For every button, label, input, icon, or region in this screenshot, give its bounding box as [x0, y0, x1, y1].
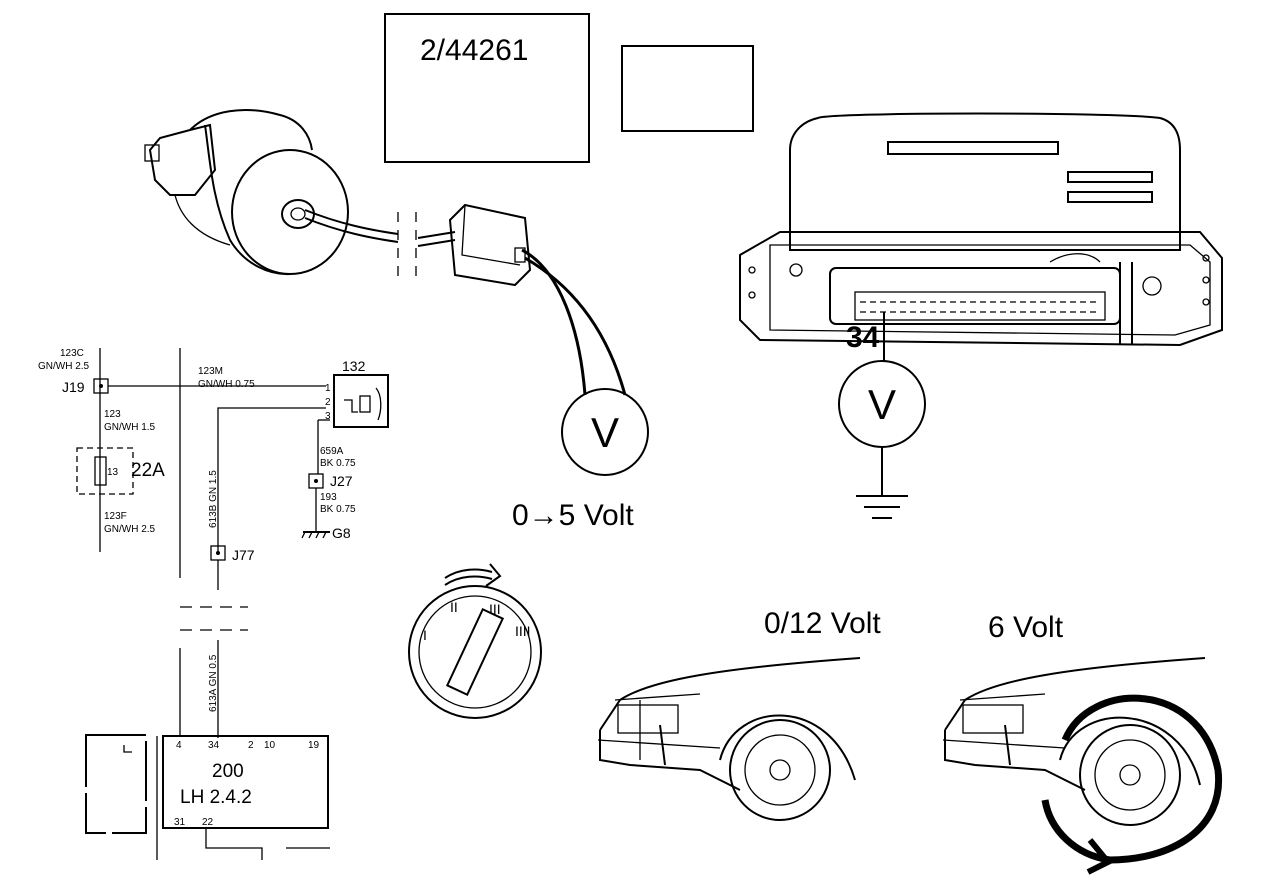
switch-pos-1: I — [423, 627, 427, 643]
connector-j27: J27 — [330, 473, 353, 489]
wire-193-number: 193 — [320, 492, 337, 503]
ecu-model-number: 200 — [212, 761, 244, 782]
wire-123c-number: 123C — [60, 348, 84, 359]
reference-code: 2/44261 — [420, 34, 528, 67]
car-front-stationary — [597, 657, 861, 821]
wire-659a-spec: BK 0.75 — [320, 458, 356, 469]
sensor-pin-1: 1 — [325, 383, 331, 394]
voltmeter-left: V — [561, 388, 649, 476]
car-front-rotating — [942, 657, 1223, 875]
reference-box: 2/44261 — [384, 13, 590, 163]
wire-123-number: 123 — [104, 409, 121, 420]
connector-j77: J77 — [232, 547, 255, 563]
wire-123c-spec: GN/WH 2.5 — [38, 361, 90, 372]
voltmeter-right: V — [838, 360, 926, 519]
wire-123m-spec: GN/WH 0.75 — [198, 379, 255, 390]
ground-g8: G8 — [332, 525, 351, 541]
wiring-schematic: 123C GN/WH 2.5 J19 123 GN/WH 1.5 13 22A … — [38, 348, 389, 860]
ecu-pin-label: 34 — [846, 321, 880, 354]
ecu-system-name: LH 2.4.2 — [180, 787, 252, 808]
voltmeter-left-symbol: V — [591, 409, 619, 456]
ignition-switch: I II III IIII — [408, 563, 542, 719]
blank-box — [621, 45, 754, 132]
ecu-pin-10: 10 — [264, 740, 276, 751]
ecu-pin-22: 22 — [202, 817, 214, 828]
switch-pos-2: II — [450, 599, 458, 615]
sensor-id: 132 — [342, 358, 366, 374]
switch-pos-3: III — [489, 601, 501, 617]
voltmeter-right-symbol: V — [868, 381, 896, 428]
wire-659a-number: 659A — [320, 446, 344, 457]
sensor-pin-3: 3 — [325, 411, 331, 422]
wire-123f-spec: GN/WH 2.5 — [104, 524, 156, 535]
ecu-pin-31: 31 — [174, 817, 186, 828]
fuse-number: 13 — [107, 467, 119, 478]
switch-pos-4: IIII — [515, 623, 531, 639]
connector-j19: J19 — [62, 379, 85, 395]
sensor-pin-2: 2 — [325, 397, 331, 408]
fuse-label: 22A — [131, 460, 165, 481]
wire-613b: 613B GN 1.5 — [208, 470, 219, 528]
ecu-pin-2: 2 — [248, 740, 254, 751]
ecu-pin-4: 4 — [176, 740, 182, 751]
ecu-pin-34: 34 — [208, 740, 220, 751]
wire-123m-number: 123M — [198, 366, 223, 377]
wire-193-spec: BK 0.75 — [320, 504, 356, 515]
wire-123-spec: GN/WH 1.5 — [104, 422, 156, 433]
stationary-voltage-label: 0/12 Volt — [764, 607, 881, 640]
control-unit-illustration — [739, 112, 1223, 347]
ecu-pin-19: 19 — [308, 740, 320, 751]
wire-123f-number: 123F — [104, 511, 127, 522]
rotating-voltage-label: 6 Volt — [988, 611, 1064, 644]
speed-sensor-illustration — [144, 109, 627, 396]
voltage-range-label: 0→5 Volt — [512, 499, 634, 532]
wire-613a: 613A GN 0.5 — [208, 654, 219, 712]
